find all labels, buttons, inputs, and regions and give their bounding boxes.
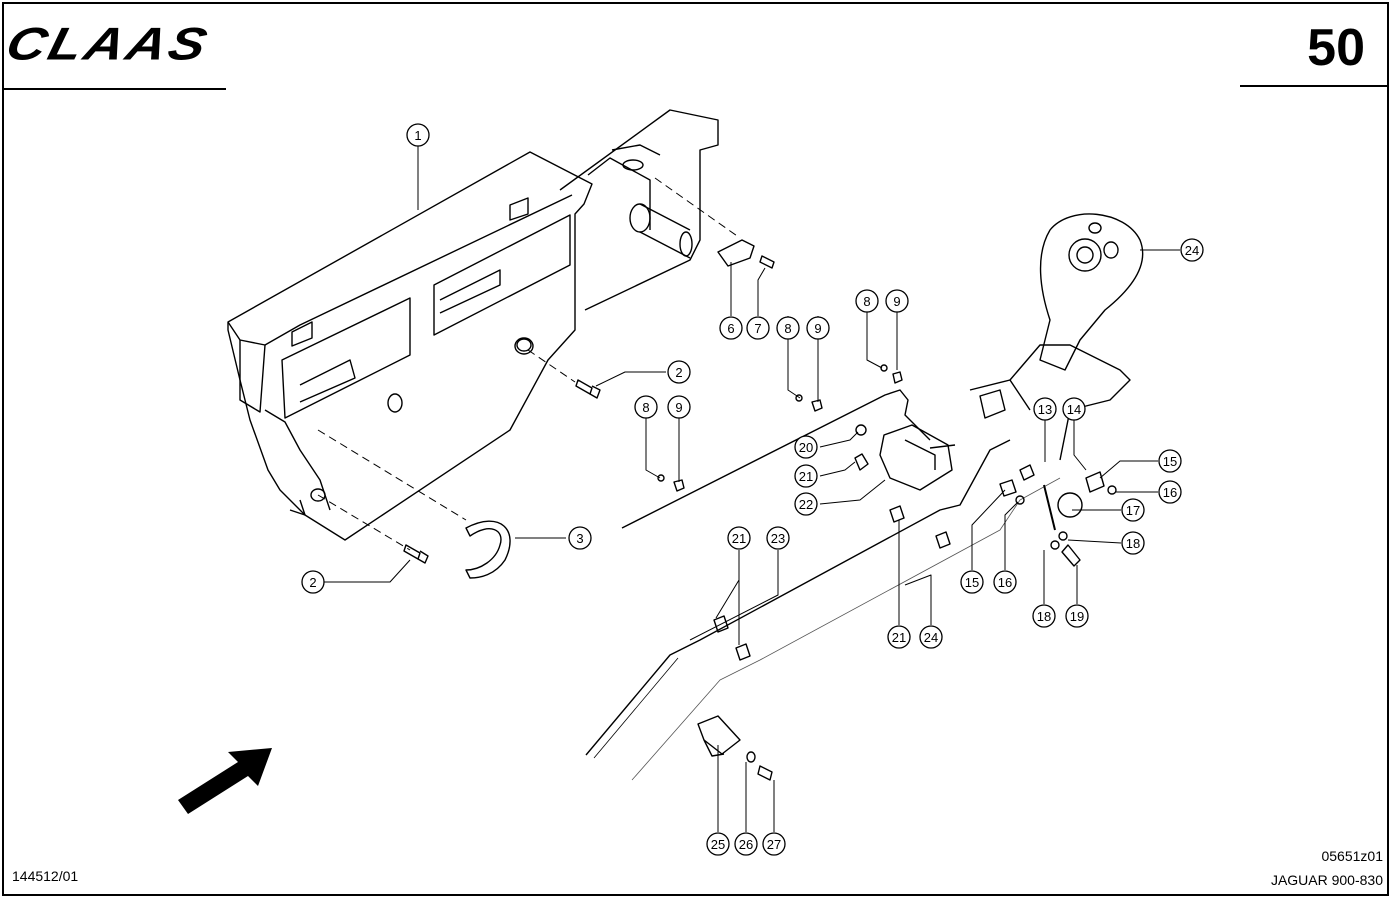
pin-washer-screw-parts <box>697 715 773 781</box>
callout-number: 15 <box>1163 454 1177 469</box>
rod-part-a <box>585 439 1011 756</box>
callout-bubble <box>919 625 943 649</box>
callout-number: 1 <box>414 128 421 143</box>
callout-bubble <box>1032 604 1056 628</box>
callout-number: 26 <box>739 837 753 852</box>
screw-part <box>759 255 775 269</box>
drawing-id: 144512/01 <box>12 868 79 884</box>
callout-bubble <box>568 526 592 550</box>
callout-number: 18 <box>1037 609 1051 624</box>
callout-number: 24 <box>1185 243 1199 258</box>
rod-part-b <box>631 477 1061 781</box>
callout-number: 2 <box>675 365 682 380</box>
callout-number: 16 <box>998 575 1012 590</box>
callout-bubble <box>794 435 818 459</box>
callout-bubble <box>762 832 786 856</box>
callout-number: 9 <box>675 400 682 415</box>
callout-bubble <box>887 625 911 649</box>
bolt-part <box>403 337 601 564</box>
callout-bubble <box>706 832 730 856</box>
callout-bubble <box>1121 531 1145 555</box>
callout-bubble <box>776 316 800 340</box>
callout-bubble <box>301 570 325 594</box>
callout-number: 2 <box>309 575 316 590</box>
callout-bubble <box>1180 238 1204 262</box>
cable-part <box>621 389 931 529</box>
page-number-underline <box>1240 85 1389 87</box>
clip-parts <box>713 505 951 661</box>
callout-number: 19 <box>1070 609 1084 624</box>
switch-part <box>854 424 956 491</box>
callout-bubble <box>960 570 984 594</box>
callout-number: 8 <box>642 400 649 415</box>
multifunction-lever-part <box>969 213 1144 461</box>
callout-bubble <box>1158 480 1182 504</box>
callout-number: 21 <box>732 531 746 546</box>
callout-number: 7 <box>754 321 761 336</box>
callout-bubble <box>794 492 818 516</box>
leader-lines <box>302 146 1180 832</box>
page-number: 50 <box>1307 19 1365 77</box>
callout-bubble <box>634 395 658 419</box>
callout-bubble <box>667 395 691 419</box>
callout-number: 21 <box>799 469 813 484</box>
callout-number: 8 <box>784 321 791 336</box>
brand-underline <box>2 88 226 90</box>
image-code: 05651z01 <box>1321 848 1383 864</box>
callout-bubble <box>993 570 1017 594</box>
callout-bubble <box>1033 397 1057 421</box>
callout-bubble <box>1121 498 1145 522</box>
callout-number: 27 <box>767 837 781 852</box>
callout-bubble <box>734 832 758 856</box>
callout-number: 9 <box>814 321 821 336</box>
callout-number: 20 <box>799 440 813 455</box>
forward-arrow-icon <box>178 748 272 814</box>
callout-number: 21 <box>892 630 906 645</box>
callout-number: 6 <box>727 321 734 336</box>
callout-bubble <box>766 526 790 550</box>
callout-number: 13 <box>1038 402 1052 417</box>
callout-number: 22 <box>799 497 813 512</box>
bracket-part <box>717 239 755 267</box>
callout-bubble <box>1065 604 1089 628</box>
callout-number: 18 <box>1126 536 1140 551</box>
callout-number: 17 <box>1126 503 1140 518</box>
callout-number: 23 <box>771 531 785 546</box>
callout-bubble <box>855 289 879 313</box>
callout-number: 25 <box>711 837 725 852</box>
callout-number: 3 <box>576 531 583 546</box>
callout-number: 24 <box>924 630 938 645</box>
callout-number: 16 <box>1163 485 1177 500</box>
alignment-lines <box>317 177 741 551</box>
callout-bubble <box>667 360 691 384</box>
callout-bubble <box>719 316 743 340</box>
callout-bubble <box>1158 449 1182 473</box>
lever-hardware-parts <box>999 464 1117 567</box>
u-clip-part <box>465 520 511 579</box>
callout-number: 8 <box>863 294 870 309</box>
console-housing-part <box>227 109 719 541</box>
callout-bubble <box>806 316 830 340</box>
callout-number: 14 <box>1067 402 1081 417</box>
model-label: JAGUAR 900-830 <box>1270 872 1383 888</box>
callout-bubble <box>794 464 818 488</box>
callout-number: 9 <box>893 294 900 309</box>
callout-bubble <box>727 526 751 550</box>
callout-bubble <box>746 316 770 340</box>
callout-bubble <box>885 289 909 313</box>
callout-bubble <box>406 123 430 147</box>
callout-bubble <box>1062 397 1086 421</box>
callout-number: 15 <box>965 575 979 590</box>
